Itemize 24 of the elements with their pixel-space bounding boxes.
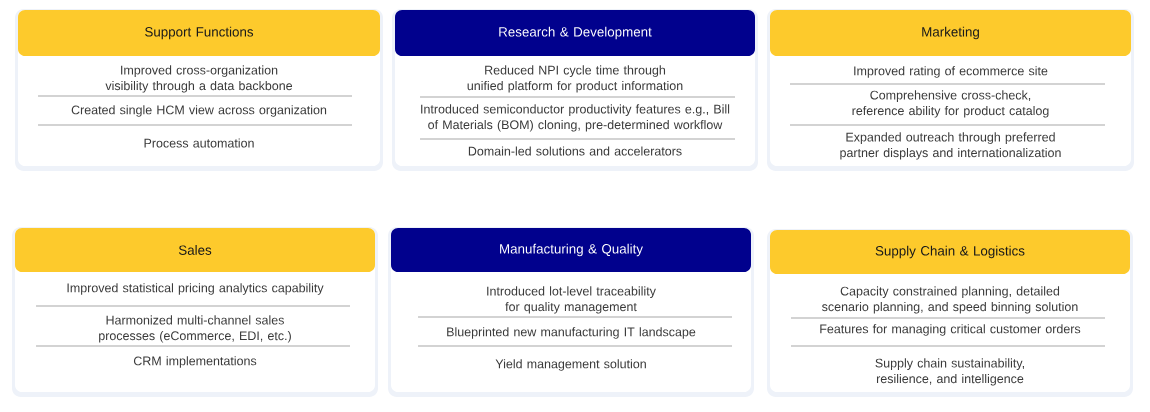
item-text: Introduced lot-level traceability for quality management — [487, 286, 656, 314]
header-band: Support Functions — [18, 10, 380, 56]
item-text: Supply chain sustainability, resilience, and intelligence — [875, 358, 1024, 386]
header-band: Marketing — [770, 10, 1131, 56]
item-text: Improved statistical pricing analytics capability — [67, 283, 324, 295]
item-text: Capacity constrained planning, detailed scenario planning, and speed binning solution — [822, 286, 1078, 314]
header-band: Manufacturing & Quality — [391, 228, 751, 272]
item-text: Introduced semiconductor productivity features e.g., Bill of Materials (BOM) cloning, pre-determined workflow — [421, 104, 730, 132]
header-band: Supply Chain & Logistics — [770, 230, 1130, 274]
header-band: Research & Development — [395, 10, 755, 56]
item-text: Harmonized multi-channel sales processes (eCommerce, EDI, etc.) — [99, 315, 291, 343]
item-text: Domain-led solutions and accelerators — [468, 146, 682, 156]
header-band: Sales — [15, 228, 375, 272]
item-text: Features for managing critical customer orders — [820, 324, 1081, 336]
item-text: Yield management solution — [495, 359, 646, 371]
item-text: Created single HCM view across organization — [71, 105, 327, 117]
item-text: Expanded outreach through preferred partner displays and internationalization — [840, 132, 1061, 160]
item-text: Blueprinted new manufacturing IT landscape — [447, 327, 696, 339]
item-text: CRM implementations — [133, 356, 257, 368]
item-text: Process automation — [144, 138, 254, 148]
item-text: Improved rating of ecommerce site — [854, 66, 1048, 78]
item-text: Reduced NPI cycle time through unified platform for product information — [467, 65, 683, 93]
item-text: Comprehensive cross-check, reference ability for product catalog — [852, 90, 1049, 118]
item-text: Improved cross-organization visibility through a data backbone — [105, 65, 293, 93]
